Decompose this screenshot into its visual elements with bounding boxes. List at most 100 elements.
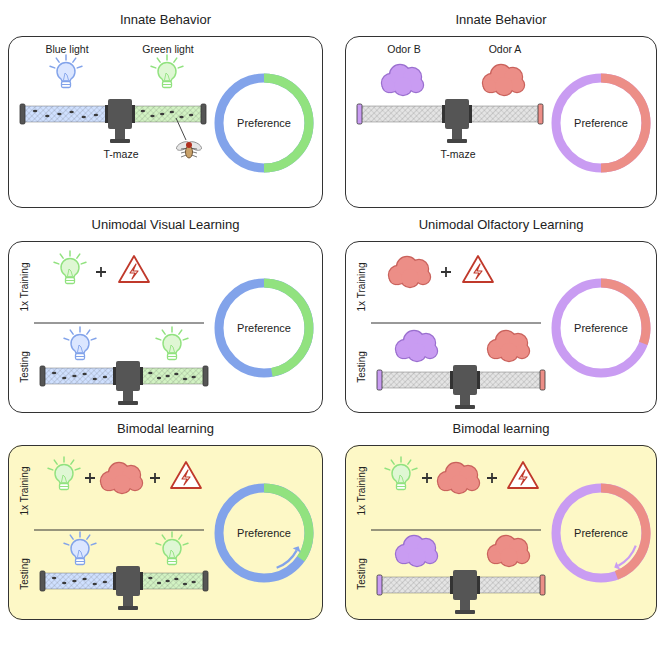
filament xyxy=(170,345,175,352)
plus-sign xyxy=(441,267,451,277)
light-ray xyxy=(71,460,74,464)
tube-ring xyxy=(113,572,116,590)
tube-left xyxy=(361,106,445,122)
ring-share xyxy=(556,488,646,578)
divider-line xyxy=(34,323,204,324)
maze-stand xyxy=(455,405,475,409)
tube-right xyxy=(477,577,541,593)
base-thread xyxy=(168,561,177,562)
ring-label: Preference xyxy=(237,322,291,334)
base-thread xyxy=(397,486,406,487)
t-maze xyxy=(377,570,545,614)
cloud-outline xyxy=(390,272,402,284)
filament xyxy=(62,475,67,482)
maze-stand xyxy=(110,139,130,143)
tube-mesh xyxy=(140,368,204,384)
fly-dot xyxy=(170,111,174,114)
fly-dot xyxy=(183,378,187,381)
cloud-fill xyxy=(439,478,451,490)
cloud-fill xyxy=(450,475,468,493)
cloud-fill xyxy=(401,269,419,287)
ring-label: Preference xyxy=(574,117,628,129)
panel-ground xyxy=(345,36,657,208)
tube-mesh xyxy=(132,106,202,122)
fly-dot xyxy=(33,110,37,113)
fly-dot xyxy=(174,578,178,581)
lightning-bolt xyxy=(519,470,527,485)
light-ray xyxy=(75,468,80,470)
maze-stem xyxy=(460,395,470,406)
tube-right xyxy=(132,106,202,122)
light-ray xyxy=(73,58,76,62)
tube-ring xyxy=(477,576,480,594)
ring-share xyxy=(556,283,646,373)
cloud-outline xyxy=(102,478,114,490)
tube-left xyxy=(44,368,116,384)
ring-label: Preference xyxy=(574,527,628,539)
shock-symbol xyxy=(119,256,149,282)
cloud-outline xyxy=(439,478,451,490)
cloud-fill xyxy=(113,475,131,493)
elevator-block xyxy=(453,365,477,395)
tube-mesh xyxy=(140,368,204,384)
cloud-outline xyxy=(397,346,409,358)
tube-mesh xyxy=(44,573,116,589)
fly-dot xyxy=(52,577,56,580)
fruit-fly xyxy=(175,140,203,158)
light-ray xyxy=(162,535,165,539)
bulb-base xyxy=(163,82,172,88)
tube-left xyxy=(24,106,108,122)
cloud-outline xyxy=(484,80,496,92)
filament xyxy=(165,73,170,80)
filament xyxy=(78,345,83,352)
light-ray xyxy=(157,58,160,62)
tube-mesh xyxy=(24,106,108,122)
light-bulb xyxy=(156,532,188,565)
shift-arrow xyxy=(277,550,297,567)
tube-cap xyxy=(377,370,382,390)
fly-dot xyxy=(183,583,187,586)
fly-dot xyxy=(82,578,86,581)
fly-dot xyxy=(174,373,178,376)
tube-mesh xyxy=(477,372,541,388)
odor-cloud xyxy=(101,463,142,493)
tube-right xyxy=(477,372,541,388)
fly-dot xyxy=(57,113,61,116)
tube-ring xyxy=(105,105,108,123)
ring-label: Preference xyxy=(237,117,291,129)
item-label: T-maze xyxy=(103,148,138,160)
light-bulb xyxy=(48,457,80,490)
shock-symbol xyxy=(171,462,201,488)
light-ray xyxy=(81,262,86,264)
light-ray xyxy=(87,535,90,539)
phase-label: Testing xyxy=(19,351,31,383)
maze-stem xyxy=(460,600,470,611)
maze-stand xyxy=(118,401,138,405)
divider-line xyxy=(34,530,204,531)
tube-mesh xyxy=(381,372,453,388)
light-bulb xyxy=(156,327,188,360)
base-thread xyxy=(163,84,172,85)
cloud-outline xyxy=(500,548,518,566)
panel-ground xyxy=(8,445,323,620)
tube-mesh xyxy=(469,106,539,122)
phase-label: Testing xyxy=(356,351,368,383)
ring-share xyxy=(264,488,309,559)
cloud-outline xyxy=(113,475,131,493)
light-ray xyxy=(87,330,90,334)
fly-dot xyxy=(189,114,193,117)
cloud-fill xyxy=(489,551,501,563)
tube-mesh xyxy=(24,106,108,122)
base-thread xyxy=(62,84,71,85)
tube-ring xyxy=(450,576,453,594)
odor-cloud xyxy=(438,463,479,493)
tube-cap xyxy=(540,370,545,390)
cloud-fill xyxy=(489,346,501,358)
cloud-outline xyxy=(489,346,501,358)
tube-cap xyxy=(201,104,206,124)
panel-box: Bimodal learning1x TrainingTestingPrefer… xyxy=(345,445,657,620)
panel-title: Innate Behavior xyxy=(9,13,322,28)
light-ray xyxy=(179,330,182,334)
tube-mesh xyxy=(477,577,541,593)
panel-title: Unimodal Visual Learning xyxy=(9,218,322,233)
